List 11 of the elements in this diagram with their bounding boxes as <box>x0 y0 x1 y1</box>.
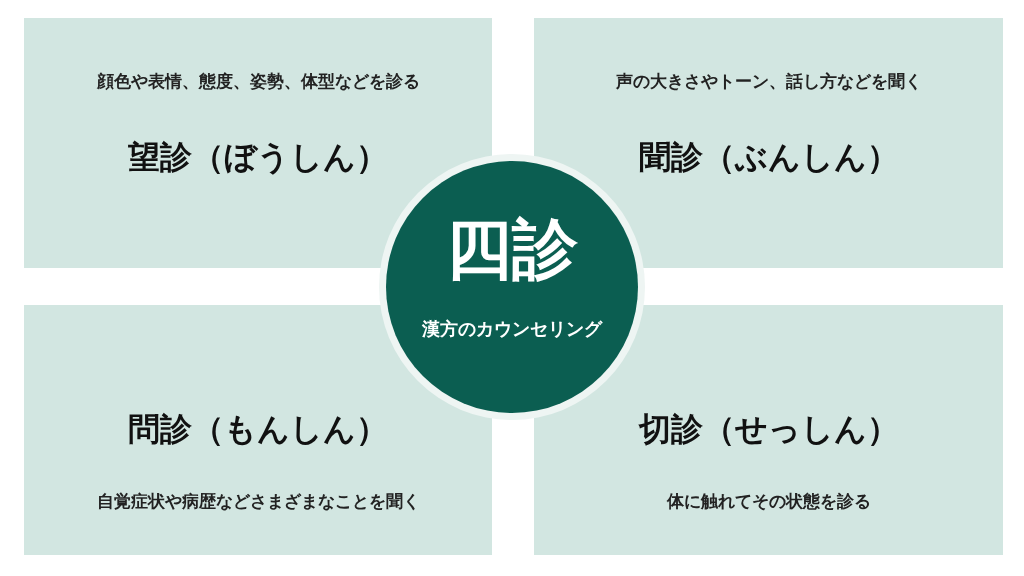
heading-text: 聞診（ぶんしん） <box>638 138 899 176</box>
info-panel <box>24 305 492 555</box>
heading-text: 望診（ぼうしん） <box>128 138 388 176</box>
heading-text: 問診（もんしん） <box>128 410 388 448</box>
heading-text: 切診（せっしん） <box>638 410 899 448</box>
title-text: 四診 <box>446 211 578 288</box>
description-text: 自覚症状や病歴などさまざまなことを聞く <box>96 491 420 511</box>
description-text: 顔色や表情、態度、姿勢、体型などを診る <box>96 71 420 91</box>
description-text: 体に触れてその状態を診る <box>666 491 871 511</box>
subtitle-text: 漢方のカウンセリング <box>422 318 602 339</box>
description-text: 声の大きさやトーン、話し方などを聞く <box>615 71 922 91</box>
